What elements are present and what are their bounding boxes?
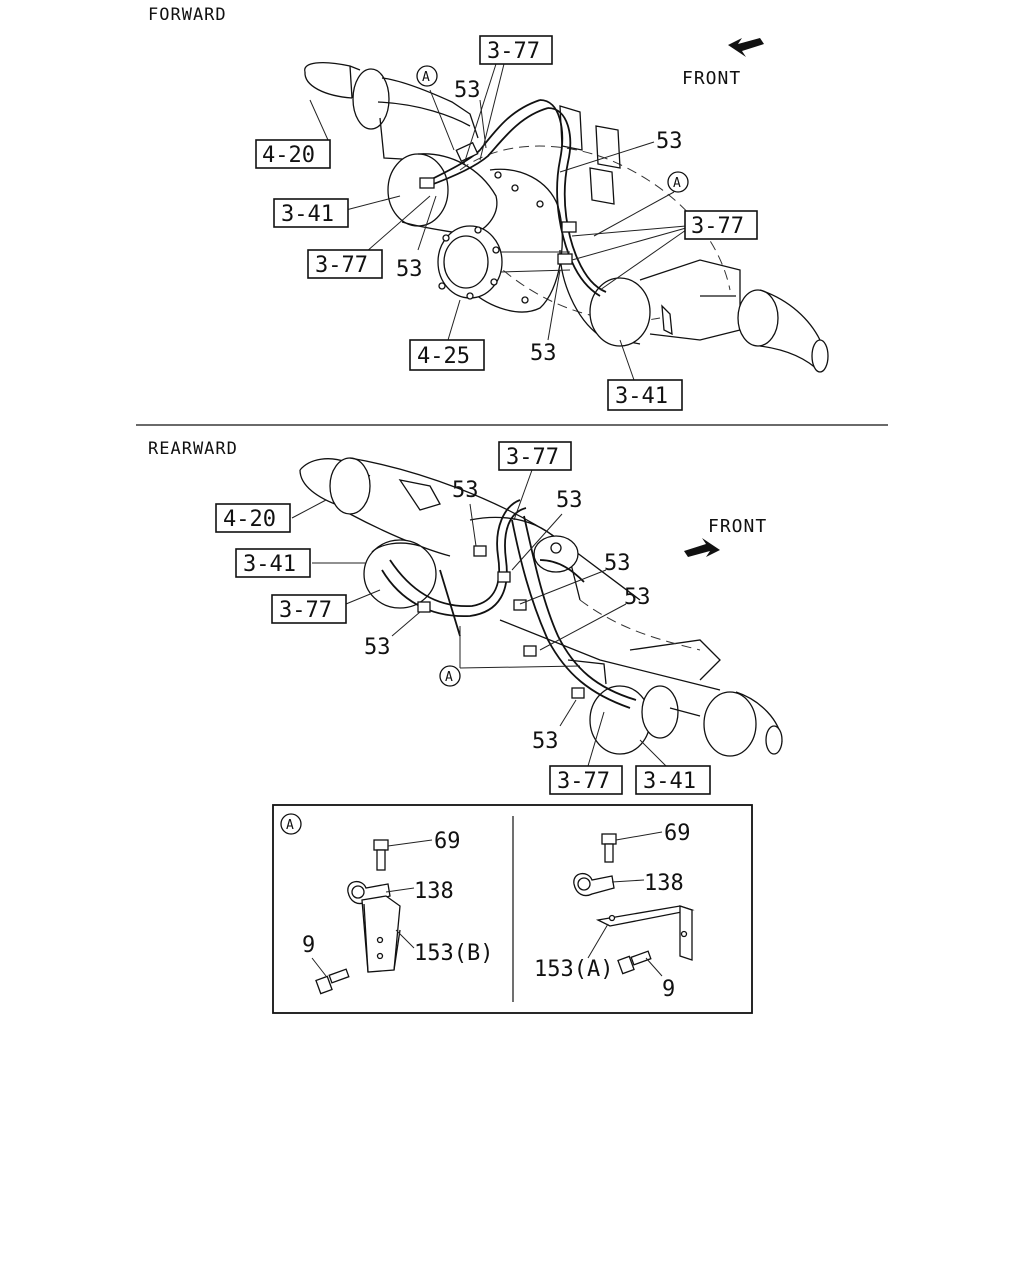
- detail-right-variant: 69 138 153(A) 9: [534, 821, 695, 1002]
- rearward-part-53-c: 53: [604, 551, 631, 576]
- rearward-section: REARWARD FRONT: [148, 439, 783, 795]
- forward-ref-left-3-41: 3-41: [281, 202, 334, 227]
- detail-callout-a-icon: A: [280, 813, 302, 835]
- detail-a-panel: A: [272, 804, 753, 1014]
- forward-callout-a-top-icon: A: [416, 65, 438, 87]
- detail-left-clip-number: 138: [414, 879, 454, 904]
- forward-ref-bottom-4-25: 4-25: [417, 344, 470, 369]
- forward-ref-top-3-77: 3-77: [487, 39, 540, 64]
- rearward-ref-left-3-77: 3-77: [279, 598, 332, 623]
- forward-ref-bottom-3-41: 3-41: [615, 384, 668, 409]
- detail-right-clip-number: 138: [644, 871, 684, 896]
- screw-icon: [315, 968, 350, 995]
- bolt-icon: [601, 833, 617, 863]
- forward-part-53-top: 53: [454, 78, 481, 103]
- rearward-ref-top-3-77: 3-77: [506, 445, 559, 470]
- rearward-part-53-bottom: 53: [532, 729, 559, 754]
- detail-left-screw-number: 9: [302, 933, 315, 958]
- detail-right-screw-number: 9: [662, 977, 675, 1002]
- rearward-front-label: FRONT: [708, 516, 767, 537]
- forward-part-53-right: 53: [656, 129, 683, 154]
- detail-right-bracket-number: 153(A): [534, 957, 613, 982]
- detail-left-bracket-number: 153(B): [414, 941, 493, 966]
- forward-front-label: FRONT: [682, 68, 741, 89]
- rearward-ref-left-3-41: 3-41: [243, 552, 296, 577]
- rearward-callout-a: A: [445, 670, 453, 685]
- forward-axle-drawing: [304, 61, 829, 373]
- rearward-ref-bottom-3-77: 3-77: [557, 769, 610, 794]
- bracket-icon: [361, 895, 401, 973]
- rearward-ref-3-77-top: 3-77: [498, 441, 572, 471]
- rearward-part-53-d: 53: [624, 585, 651, 610]
- forward-ref-3-41-bottom: 3-41: [607, 379, 683, 411]
- bolt-icon: [373, 839, 389, 871]
- front-arrow-icon: [684, 538, 720, 557]
- forward-leader-lines: [309, 63, 687, 381]
- rearward-callout-a-icon: A: [439, 665, 461, 687]
- rearward-part-53-a: 53: [452, 478, 479, 503]
- forward-ref-3-41-left: 3-41: [273, 198, 349, 228]
- forward-section: FORWARD FRONT: [148, 5, 829, 411]
- screw-icon: [617, 950, 652, 975]
- rearward-ref-3-77-bottom: 3-77: [549, 765, 623, 795]
- rearward-ref-bottom-3-41: 3-41: [643, 769, 696, 794]
- rearward-axle-drawing: [299, 457, 783, 757]
- rearward-title: REARWARD: [148, 439, 238, 459]
- detail-callout-a: A: [286, 818, 294, 833]
- forward-callout-a-right: A: [673, 176, 681, 191]
- detail-left-variant: 69 138 153(B) 9: [302, 829, 493, 995]
- rearward-part-53-b: 53: [556, 488, 583, 513]
- detail-left-bolt-number: 69: [434, 829, 461, 854]
- forward-callout-a-right-icon: A: [667, 171, 689, 193]
- forward-part-53-left: 53: [396, 257, 423, 282]
- forward-title: FORWARD: [148, 5, 227, 25]
- forward-ref-3-77-left: 3-77: [307, 249, 383, 279]
- rearward-ref-3-41-left: 3-41: [235, 548, 311, 578]
- rearward-leader-lines: [291, 469, 667, 767]
- front-arrow-icon: [728, 38, 764, 57]
- rearward-part-53-left: 53: [364, 635, 391, 660]
- rearward-ref-3-41-bottom: 3-41: [635, 765, 711, 795]
- forward-ref-4-20-left: 4-20: [255, 139, 331, 169]
- forward-ref-4-25-bottom: 4-25: [409, 339, 485, 371]
- forward-ref-3-77-top: 3-77: [479, 35, 553, 65]
- forward-ref-left-4-20: 4-20: [262, 143, 315, 168]
- forward-part-53-bottom: 53: [530, 341, 557, 366]
- forward-ref-right-3-77: 3-77: [691, 214, 744, 239]
- forward-ref-left-3-77: 3-77: [315, 253, 368, 278]
- detail-right-bolt-number: 69: [664, 821, 691, 846]
- forward-callout-a-top: A: [422, 70, 430, 85]
- bracket-icon: [595, 905, 695, 961]
- rearward-ref-4-20-left: 4-20: [215, 503, 291, 533]
- rearward-ref-left-4-20: 4-20: [223, 507, 276, 532]
- rearward-ref-3-77-left: 3-77: [271, 594, 347, 624]
- forward-ref-3-77-right: 3-77: [684, 210, 758, 240]
